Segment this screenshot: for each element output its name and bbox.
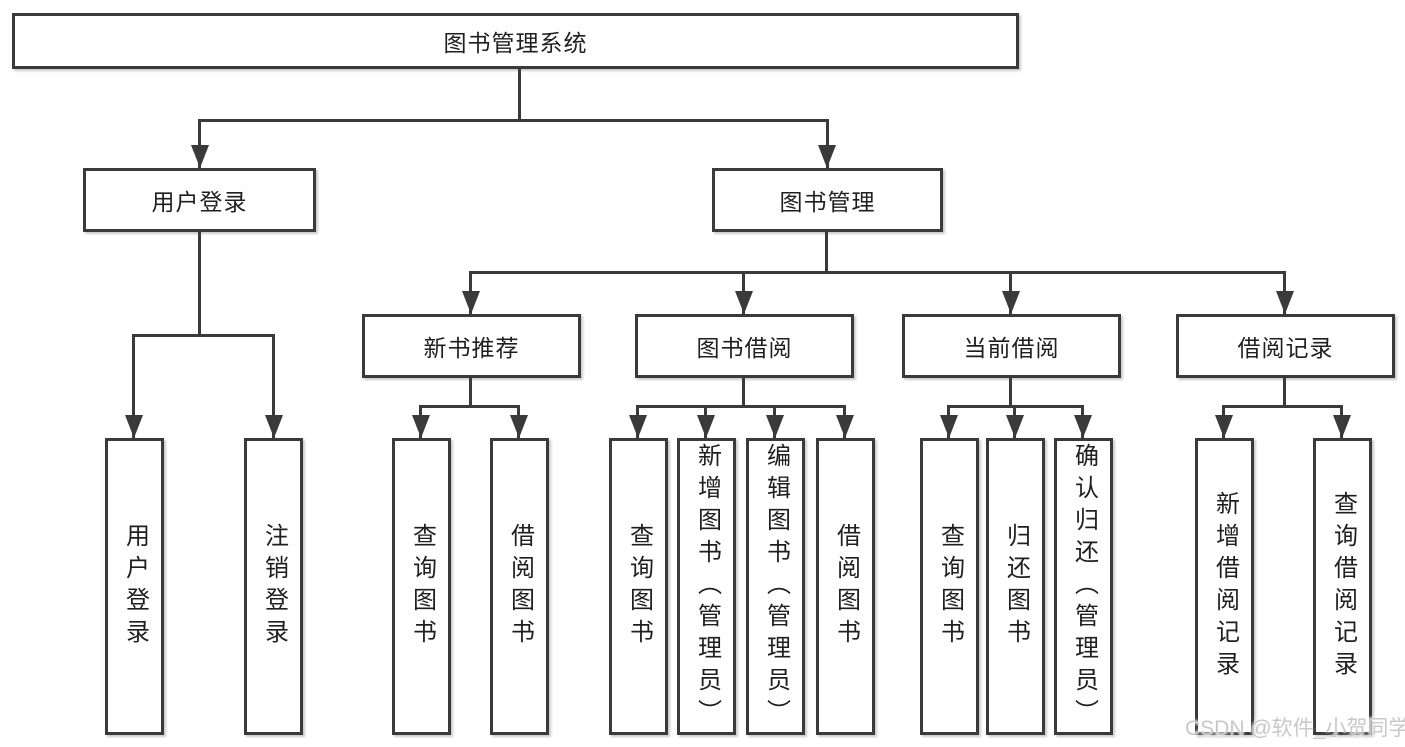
arrow-down-icon: [735, 291, 753, 314]
arrow-down-icon: [1002, 291, 1020, 314]
connector-user-login-rail: [133, 334, 275, 337]
node-label: 图书管理: [779, 189, 876, 215]
node-user-login: 用户登录: [83, 168, 316, 232]
leaf-borrow-books: 借阅图书: [816, 438, 875, 735]
node-label: 当前借阅: [963, 335, 1060, 361]
node-label: 注销登录: [260, 522, 288, 651]
node-label: 查询借阅记录: [1329, 490, 1357, 683]
node-root-book-management-system: 图书管理系统: [12, 13, 1019, 69]
arrow-down-icon: [1006, 415, 1024, 438]
node-new-book-recommend: 新书推荐: [362, 314, 581, 378]
arrow-down-icon: [940, 415, 958, 438]
leaf-edit-books-admin: 编辑图书（管理员）: [746, 438, 805, 735]
leaf-query-books-current: 查询图书: [920, 438, 979, 735]
leaf-borrow-books-recommend: 借阅图书: [490, 438, 549, 735]
csdn-watermark: CSDN @软件_小贺同学: [1185, 717, 1405, 740]
node-label: 查询图书: [408, 522, 436, 651]
arrow-down-icon: [462, 291, 480, 314]
arrow-down-icon: [265, 415, 283, 438]
arrow-down-icon: [766, 415, 784, 438]
connector-current-borrowing-stem: [1009, 378, 1012, 407]
connector-to-leaf-logout: [272, 334, 275, 438]
arrow-down-icon: [412, 415, 430, 438]
connector-book-management-rail: [470, 271, 1286, 274]
connector-root-to-book-management: [826, 119, 829, 168]
leaf-query-books-recommend: 查询图书: [392, 438, 451, 735]
connector-root-to-user-login: [198, 119, 201, 168]
connector-book-management-stem: [825, 232, 828, 273]
arrow-down-icon: [1333, 415, 1351, 438]
node-label: 确认归还（管理员）: [1070, 442, 1098, 731]
connector-root-rail: [199, 119, 828, 122]
connector-new-book-rail: [420, 405, 520, 408]
leaf-return-books: 归还图书: [986, 438, 1045, 735]
arrow-down-icon: [1215, 415, 1233, 438]
leaf-confirm-return-admin: 确认归还（管理员）: [1054, 438, 1113, 735]
connector-to-leaf-user-login: [132, 334, 135, 438]
connector-current-borrowing-rail: [948, 405, 1084, 408]
node-borrowing-records: 借阅记录: [1176, 314, 1395, 378]
connector-user-login-stem: [198, 232, 201, 336]
connector-borrowing-records-rail: [1223, 405, 1343, 408]
node-label: 用户登录: [121, 522, 149, 651]
connector-borrowing-records-stem: [1283, 378, 1286, 407]
connector-new-book-stem: [469, 378, 472, 407]
arrow-down-icon: [510, 415, 528, 438]
arrow-down-icon: [1074, 415, 1092, 438]
node-label: 新增借阅记录: [1211, 490, 1239, 683]
leaf-user-login: 用户登录: [105, 438, 164, 735]
node-book-borrowing: 图书借阅: [635, 314, 854, 378]
node-label: 查询图书: [936, 522, 964, 651]
node-label: 图书借阅: [696, 335, 793, 361]
leaf-add-borrow-record: 新增借阅记录: [1195, 438, 1254, 735]
node-label: 用户登录: [151, 189, 248, 215]
arrow-down-icon: [125, 415, 143, 438]
leaf-logout: 注销登录: [244, 438, 303, 735]
arrow-down-icon: [191, 145, 209, 168]
leaf-query-books-borrowing: 查询图书: [609, 438, 668, 735]
node-label: 借阅图书: [832, 522, 860, 651]
node-current-borrowing: 当前借阅: [902, 314, 1121, 378]
connector-book-borrowing-stem: [742, 378, 745, 407]
node-book-management: 图书管理: [712, 168, 943, 232]
node-label: 编辑图书（管理员）: [762, 442, 790, 731]
arrow-down-icon: [629, 415, 647, 438]
node-label: 新增图书（管理员）: [693, 442, 721, 731]
arrow-down-icon: [818, 145, 836, 168]
node-label: 借阅图书: [506, 522, 534, 651]
node-label: 查询图书: [625, 522, 653, 651]
arrow-down-icon: [836, 415, 854, 438]
connector-root-stem: [518, 69, 521, 121]
node-label: 图书管理系统: [443, 30, 588, 56]
node-label: 新书推荐: [423, 335, 520, 361]
leaf-query-borrow-record: 查询借阅记录: [1313, 438, 1372, 735]
arrow-down-icon: [697, 415, 715, 438]
node-label: 归还图书: [1002, 522, 1030, 651]
connector-book-borrowing-rail: [637, 405, 846, 408]
leaf-add-books-admin: 新增图书（管理员）: [677, 438, 736, 735]
node-label: 借阅记录: [1237, 335, 1334, 361]
arrow-down-icon: [1276, 291, 1294, 314]
